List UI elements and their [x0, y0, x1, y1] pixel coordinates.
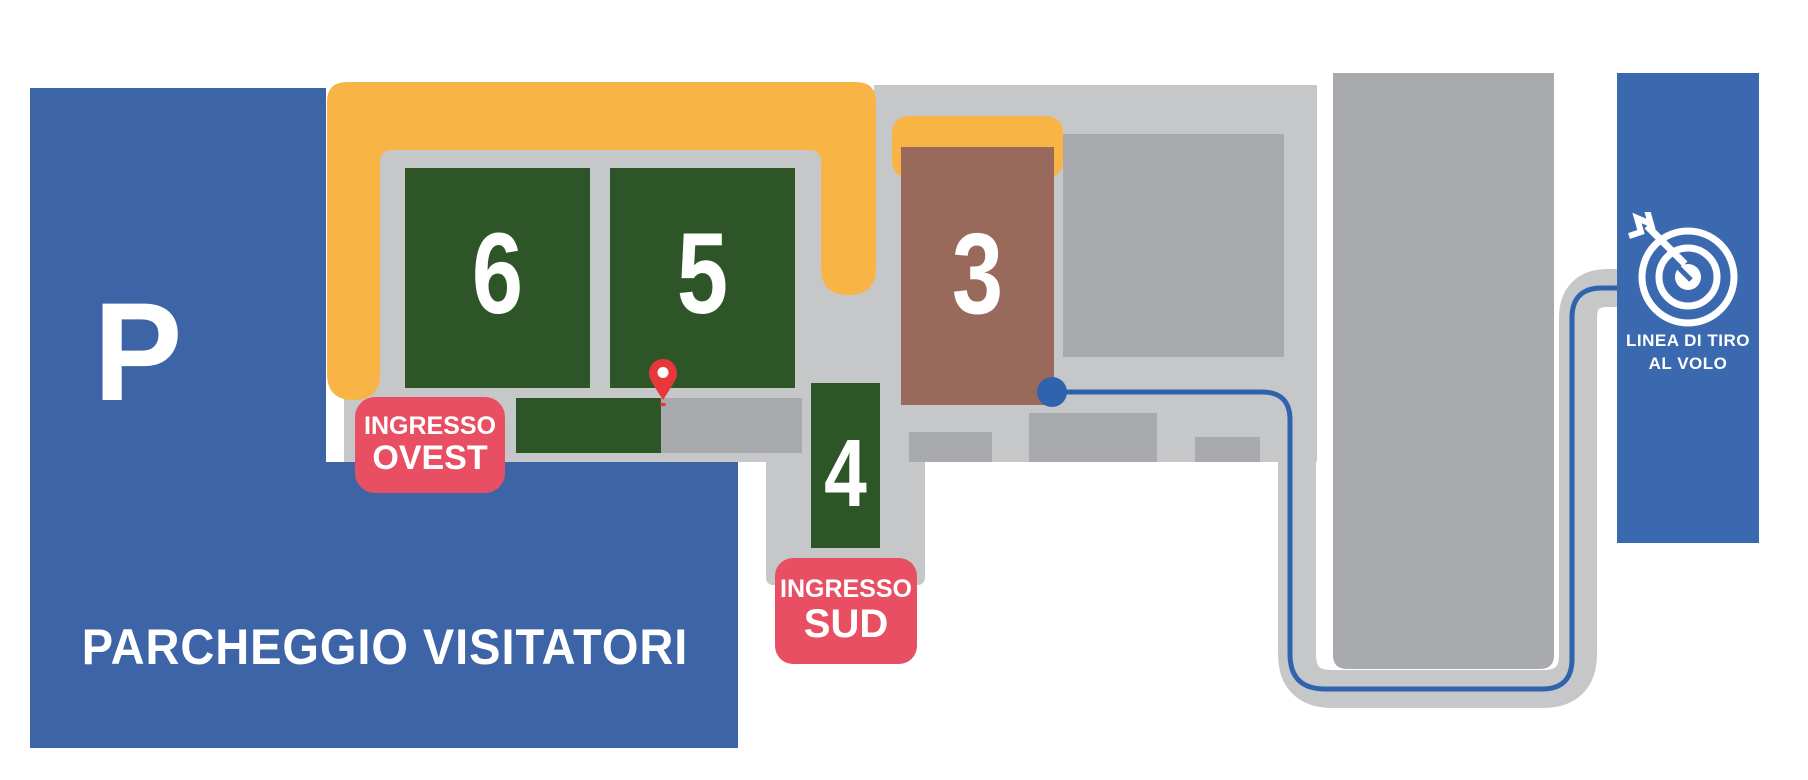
target-bullseye-icon [1628, 212, 1738, 327]
service-block-3 [1195, 437, 1260, 462]
building-4 [811, 383, 880, 548]
building-3-number: 3 [951, 210, 1004, 338]
location-pin-icon [649, 359, 677, 407]
ingresso-sud-line2: SUD [803, 601, 889, 646]
parking-label: PARCHEGGIO VISITATORI [81, 619, 689, 675]
ingresso-sud-line1: INGRESSO [780, 574, 912, 603]
building-3 [901, 147, 1054, 405]
shooting-range-label-line1: LINEA DI TIRO [1626, 331, 1750, 350]
perimeter-yellow-band [327, 82, 876, 400]
building-5-number: 5 [676, 210, 729, 338]
building-6 [405, 168, 590, 388]
parking-zone [30, 88, 738, 748]
service-block-1 [909, 432, 992, 462]
building-4-number: 4 [824, 420, 867, 527]
main-hall [1063, 134, 1284, 357]
route-line [1052, 285, 1617, 692]
gray-annex [661, 398, 802, 453]
ingresso-ovest-badge: INGRESSO OVEST [355, 397, 505, 493]
ingresso-ovest-line2: OVEST [372, 439, 488, 478]
route-start-dot [1037, 377, 1067, 407]
shooting-range-label: LINEA DI TIRO AL VOLO [1617, 330, 1759, 376]
green-annex [516, 398, 661, 453]
ingresso-sud-badge: INGRESSO SUD [775, 558, 917, 664]
ingresso-ovest-line1: INGRESSO [364, 412, 496, 441]
building-5 [610, 168, 795, 388]
parking-symbol: P [93, 273, 183, 430]
shooting-hall [1333, 73, 1554, 669]
service-block-2 [1029, 413, 1157, 462]
service-road [1278, 269, 1617, 708]
shooting-range-label-line2: AL VOLO [1648, 353, 1728, 373]
building-6-number: 6 [471, 210, 524, 338]
